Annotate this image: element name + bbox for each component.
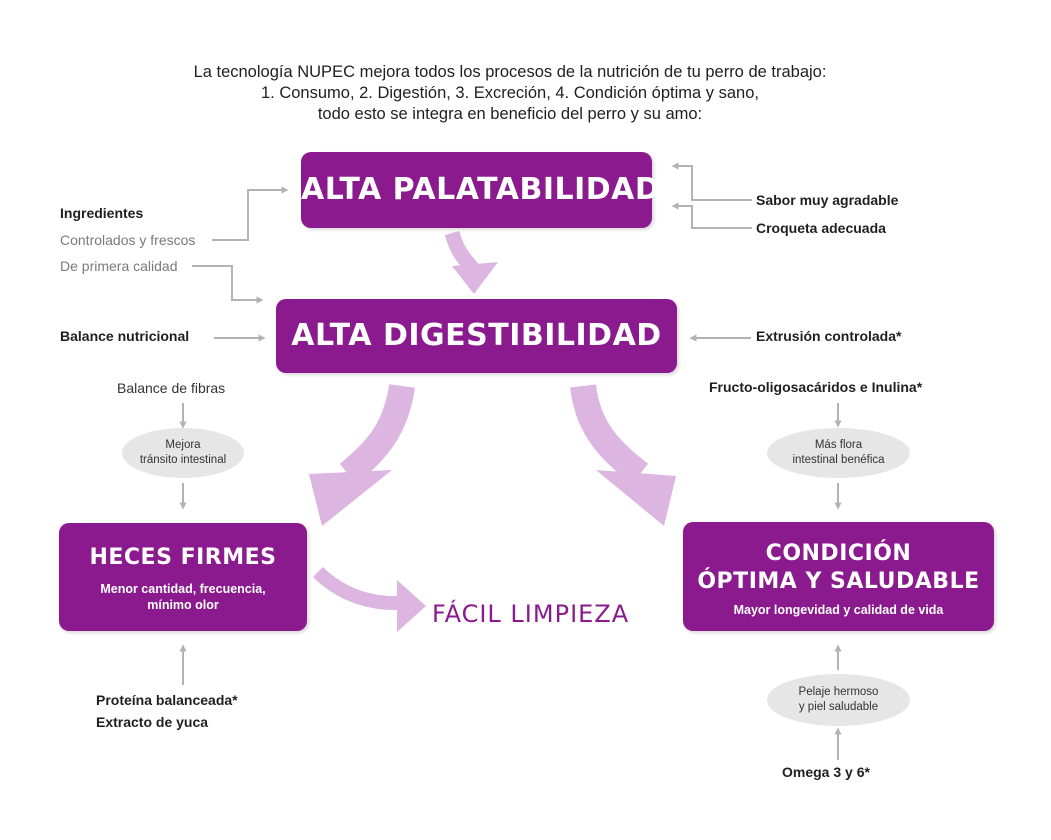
alta-palatabilidad-box: ALTA PALATABILIDAD xyxy=(301,152,661,228)
sabor-agradable-label: Sabor muy agradable xyxy=(756,192,899,208)
omega-label: Omega 3 y 6* xyxy=(782,764,870,780)
flora-line-1: Más flora xyxy=(814,439,863,451)
extracto-yuca-label: Extracto de yuca xyxy=(96,714,209,730)
connector-sabor xyxy=(671,162,752,201)
fructo-oligosacaridos-label: Fructo-oligosacáridos e Inulina* xyxy=(709,379,923,395)
alta-palatabilidad-title: ALTA PALATABILIDAD xyxy=(301,172,661,207)
transito-intestinal-ellipse: Mejora tránsito intestinal xyxy=(122,428,244,478)
pelaje-line-1: Pelaje hermoso xyxy=(798,686,879,698)
croqueta-adecuada-label: Croqueta adecuada xyxy=(756,220,886,236)
controlados-frescos-label: Controlados y frescos xyxy=(60,232,196,248)
pelaje-hermoso-ellipse: Pelaje hermoso y piel saludable xyxy=(767,674,910,726)
intro-text: La tecnología NUPEC mejora todos los pro… xyxy=(120,62,900,125)
flora-intestinal-ellipse: Más flora intestinal benéfica xyxy=(767,428,910,478)
connector-controlados xyxy=(212,186,289,241)
balance-fibras-label: Balance de fibras xyxy=(117,380,226,396)
intro-line-1: La tecnología NUPEC mejora todos los pro… xyxy=(193,63,827,81)
condicion-optima-title: CONDICIÓN ÓPTIMA Y SALUDABLE xyxy=(683,540,994,596)
flow-arrow-digestibilidad-to-heces xyxy=(309,383,415,526)
heces-firmes-box: HECES FIRMES Menor cantidad, frecuencia,… xyxy=(59,523,307,631)
connector-croqueta xyxy=(671,202,752,229)
primera-calidad-label: De primera calidad xyxy=(60,258,178,274)
flora-line-2: intestinal benéfica xyxy=(792,454,885,466)
transito-line-1: Mejora xyxy=(165,439,201,451)
condicion-optima-title-line-2: ÓPTIMA Y SALUDABLE xyxy=(697,569,980,594)
condicion-optima-title-line-1: CONDICIÓN xyxy=(765,541,912,566)
condicion-optima-box: CONDICIÓN ÓPTIMA Y SALUDABLE Mayor longe… xyxy=(683,522,994,631)
intro-line-2: 1. Consumo, 2. Digestión, 3. Excreción, … xyxy=(260,84,759,102)
transito-line-2: tránsito intestinal xyxy=(139,454,227,466)
condicion-optima-subtitle: Mayor longevidad y calidad de vida xyxy=(733,603,944,617)
flow-arrow-heces-to-facil-limpieza xyxy=(313,566,426,632)
alta-digestibilidad-title: ALTA DIGESTIBILIDAD xyxy=(291,318,662,353)
intro-line-3: todo esto se integra en beneficio del pe… xyxy=(317,105,703,123)
flow-arrow-palatabilidad-to-digestibilidad xyxy=(444,230,498,294)
alta-digestibilidad-box: ALTA DIGESTIBILIDAD xyxy=(276,299,677,373)
connector-primera-calidad xyxy=(192,265,264,304)
balance-nutricional-label: Balance nutricional xyxy=(60,328,190,344)
pelaje-line-2: y piel saludable xyxy=(798,701,879,713)
ingredientes-label: Ingredientes xyxy=(60,205,144,221)
proteina-balanceada-label: Proteína balanceada* xyxy=(96,692,238,708)
heces-firmes-title: HECES FIRMES xyxy=(89,545,277,570)
flow-arrow-digestibilidad-to-condicion xyxy=(570,384,676,526)
gray-connectors xyxy=(179,162,842,760)
facil-limpieza-label: FÁCIL LIMPIEZA xyxy=(432,600,630,628)
heces-firmes-subtitle-line-1: Menor cantidad, frecuencia, xyxy=(100,582,266,596)
heces-firmes-subtitle: Menor cantidad, frecuencia, mínimo olor xyxy=(59,581,307,613)
extrusion-controlada-label: Extrusión controlada* xyxy=(756,328,902,344)
heces-firmes-subtitle-line-2: mínimo olor xyxy=(147,598,219,612)
